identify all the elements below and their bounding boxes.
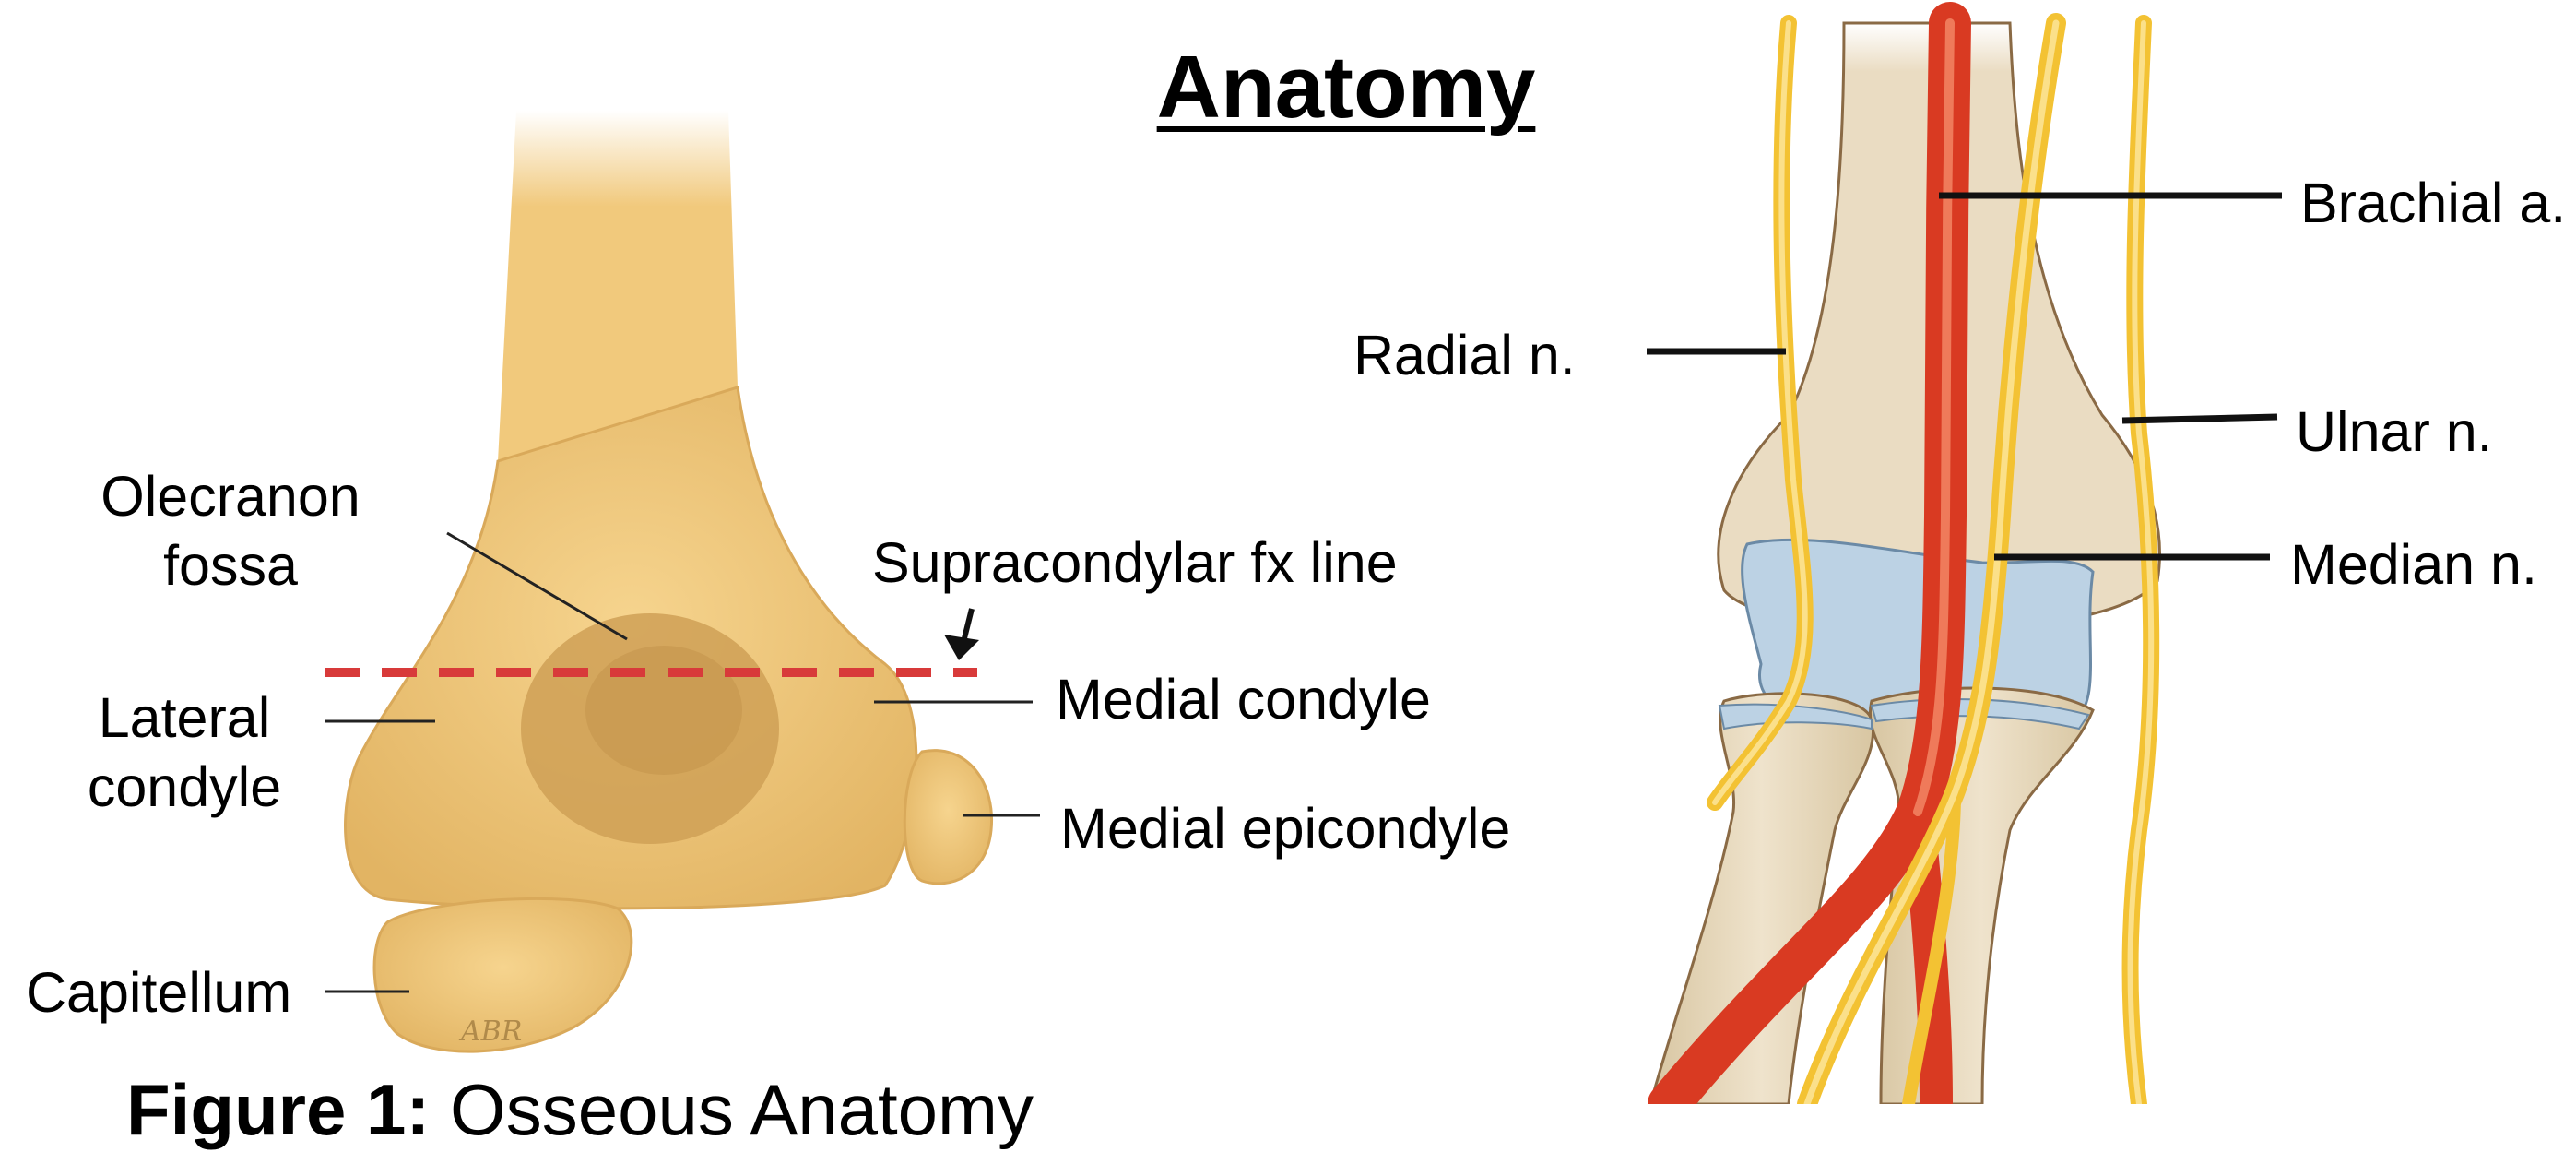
medial-condyle-label: Medial condyle [1056,671,1431,728]
ulnar-nerve-leader [2122,417,2277,421]
ulnar-nerve-label: Ulnar n. [2296,404,2493,460]
fx-line-arrow [944,609,979,660]
olecranon-fossa-label-line1: Olecranon [92,469,369,525]
median-nerve-label: Median n. [2290,537,2537,593]
page-title: Anatomy [0,37,2576,138]
olecranon-fossa-label-line2: fossa [92,538,369,594]
medial-epicondyle-label: Medial epicondyle [1060,801,1510,857]
medial-epicondyle [904,751,991,884]
brachial-artery-label: Brachial a. [2300,175,2566,232]
radial-nerve-label: Radial n. [1353,327,1576,384]
olecranon-fossa-label: Olecranon fossa [92,469,369,594]
figure-caption-prefix: Figure 1: [126,1069,430,1150]
capitellum-label: Capitellum [26,965,291,1021]
elbow-bones [1650,23,2160,1104]
figure-caption: Figure 1: Osseous Anatomy [126,1068,1034,1152]
artist-signature: ABR [458,1015,522,1048]
lateral-condyle-label-line1: Lateral [74,690,295,746]
lateral-condyle-label-line2: condyle [74,759,295,815]
supracondylar-fx-line-label: Supracondylar fx line [872,535,1398,591]
lateral-condyle-label: Lateral condyle [74,690,295,815]
figure-caption-text: Osseous Anatomy [430,1069,1034,1150]
